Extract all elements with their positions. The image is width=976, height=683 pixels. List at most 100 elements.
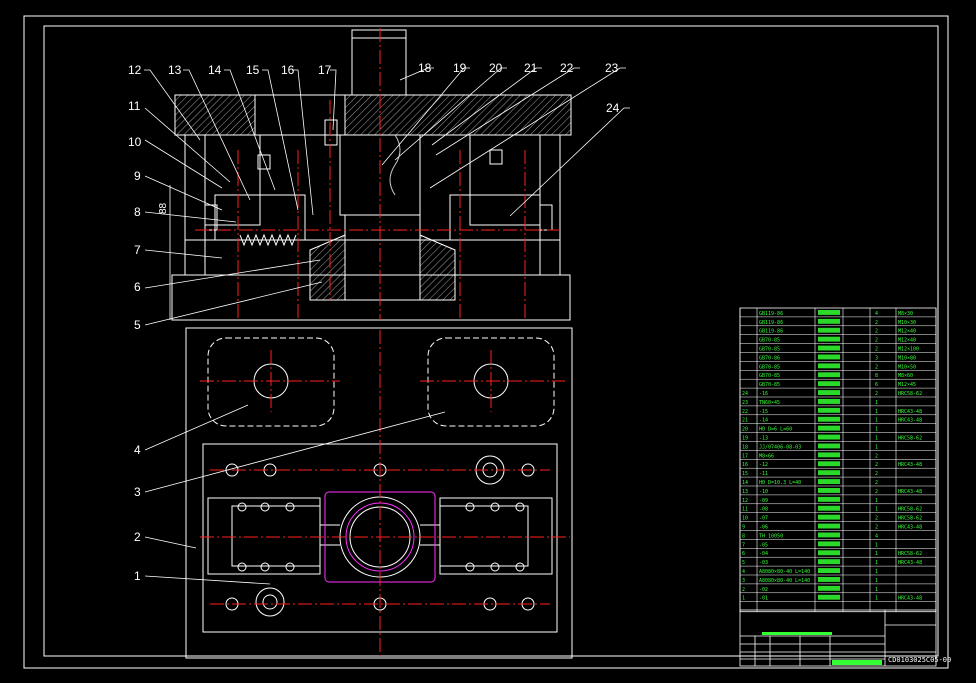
bom-cell-code: -16 (759, 391, 768, 397)
callout-1: 1 (134, 569, 141, 583)
bom-cell-no: 21 (742, 418, 748, 424)
bom-cell-spec: HRC58-62 (898, 436, 922, 442)
bom-cell-qty: 1 (875, 418, 878, 424)
bom-cell-code: GB119-86 (759, 329, 783, 335)
bom-cell-spec: HRC58-62 (898, 551, 922, 557)
plan-centerlines (200, 330, 570, 656)
bom-cell-spec: M12×40 (898, 338, 916, 344)
bom-cell-no: 17 (742, 453, 748, 459)
bom-cell-code: -08 (759, 507, 768, 513)
bom-cell-code: H0 D=6 L=60 (759, 427, 792, 433)
bom-cell-code: -14 (759, 418, 768, 424)
bom-cell-spec: M10×30 (898, 320, 916, 326)
bom-cell-qty: 2 (875, 453, 878, 459)
bom-cell-qty: 2 (875, 525, 878, 531)
slide-block-right (449, 194, 541, 241)
bom-cell-spec: HRC58-62 (898, 507, 922, 513)
bom-material-swatch (818, 568, 840, 573)
bom-cell-spec: HRC43-48 (898, 560, 922, 566)
bom-material-swatch (818, 479, 840, 484)
bom-cell-spec: M12×40 (898, 329, 916, 335)
title-block (739, 609, 937, 667)
bom-material-swatch (818, 577, 840, 582)
bom-material-swatch (818, 594, 840, 600)
bom-cell-qty: 2 (875, 329, 878, 335)
bom-material-swatch (818, 310, 840, 315)
bom-cell-no: 24 (742, 391, 748, 397)
bom-material-swatch (818, 532, 840, 538)
spring (239, 233, 297, 247)
bom-cell-qty: 2 (875, 338, 878, 344)
callout-23: 23 (605, 61, 619, 75)
bom-material-swatch (818, 585, 840, 591)
bom-cell-no: 9 (742, 525, 745, 531)
bom-cell-no: 2 (742, 587, 745, 593)
bom-material-swatch (818, 425, 840, 431)
bom-cell-qty: 1 (875, 436, 878, 442)
bom-material-swatch (818, 496, 840, 502)
title-block-bar-2 (762, 632, 832, 635)
bom-cell-qty: 2 (875, 480, 878, 486)
callout-8: 8 (134, 205, 141, 219)
callout-2: 2 (134, 530, 141, 544)
bom-cell-code: TN60×45 (759, 400, 780, 406)
bom-cell-spec: M10×50 (898, 364, 916, 370)
bom-material-swatch (818, 452, 840, 458)
bom-cell-no: 7 (742, 542, 745, 548)
callout-4: 4 (134, 443, 141, 457)
bom-cell-code: GB119-86 (759, 311, 783, 317)
bom-cell-qty: 1 (875, 409, 878, 415)
bom-material-swatch (818, 505, 840, 511)
bom-cell-code: -12 (759, 462, 768, 468)
bom-cell-qty: 1 (875, 569, 878, 575)
bom-cell-qty: 2 (875, 489, 878, 495)
bom-cell-no: 15 (742, 471, 748, 477)
bom-cell-spec: M8×30 (898, 311, 913, 317)
bom-cell-qty: 2 (875, 391, 878, 397)
bom-cell-code: TH 10050 (759, 533, 783, 539)
bom-cell-qty: 2 (875, 347, 878, 353)
bom-cell-code: M8×66 (759, 453, 774, 459)
bom-material-swatch (818, 354, 840, 360)
bom-cell-qty: 8 (875, 373, 878, 379)
callout-12: 12 (128, 63, 142, 77)
bom-cell-code: -15 (759, 409, 768, 415)
bom-cell-code: -10 (759, 489, 768, 495)
lower-base-plate (171, 274, 571, 321)
bom-cell-code: -09 (759, 498, 768, 504)
bom-cell-no: 22 (742, 409, 748, 415)
die-insert (309, 234, 346, 301)
bom-material-swatch (818, 390, 840, 395)
bom-cell-no: 20 (742, 427, 748, 433)
bom-material-swatch (818, 488, 840, 493)
bom-cell-no: 13 (742, 489, 748, 495)
bom-cell-code: -11 (759, 471, 768, 477)
bom-cell-spec: HRC43-48 (898, 525, 922, 531)
bom-cell-no: 10 (742, 516, 748, 522)
callout-6: 6 (134, 280, 141, 294)
bom-cell-code: GB70-86 (759, 355, 780, 361)
callout-24: 24 (606, 101, 620, 115)
section-view (171, 29, 572, 321)
bom-cell-qty: 2 (875, 320, 878, 326)
bom-cell-spec: HRC43-48 (898, 596, 922, 602)
bom-cell-code: GB70-85 (759, 382, 780, 388)
callout-11: 11 (128, 99, 141, 113)
bom-cell-no: 12 (742, 498, 748, 504)
bom-cell-code: GB70-85 (759, 347, 780, 353)
callout-9: 9 (134, 169, 141, 183)
bom-cell-qty: 1 (875, 498, 878, 504)
bom-cell-qty: 1 (875, 587, 878, 593)
bom-cell-code: -06 (759, 525, 768, 531)
bom-cell-code: -03 (759, 560, 768, 566)
bom-material-swatch (818, 514, 840, 520)
drawing-frame (43, 25, 939, 657)
bom-cell-code: -01 (759, 596, 768, 602)
callout-labels: 1 2 3 4 5 6 7 8 9 10 11 12 13 14 15 16 1… (128, 61, 620, 583)
bom-cell-qty: 1 (875, 551, 878, 557)
bom-material-swatch (818, 559, 840, 565)
plan-outer-plate (185, 327, 573, 659)
bom-cell-spec: M8×60 (898, 373, 913, 379)
bom-cell-no: 6 (742, 551, 745, 557)
